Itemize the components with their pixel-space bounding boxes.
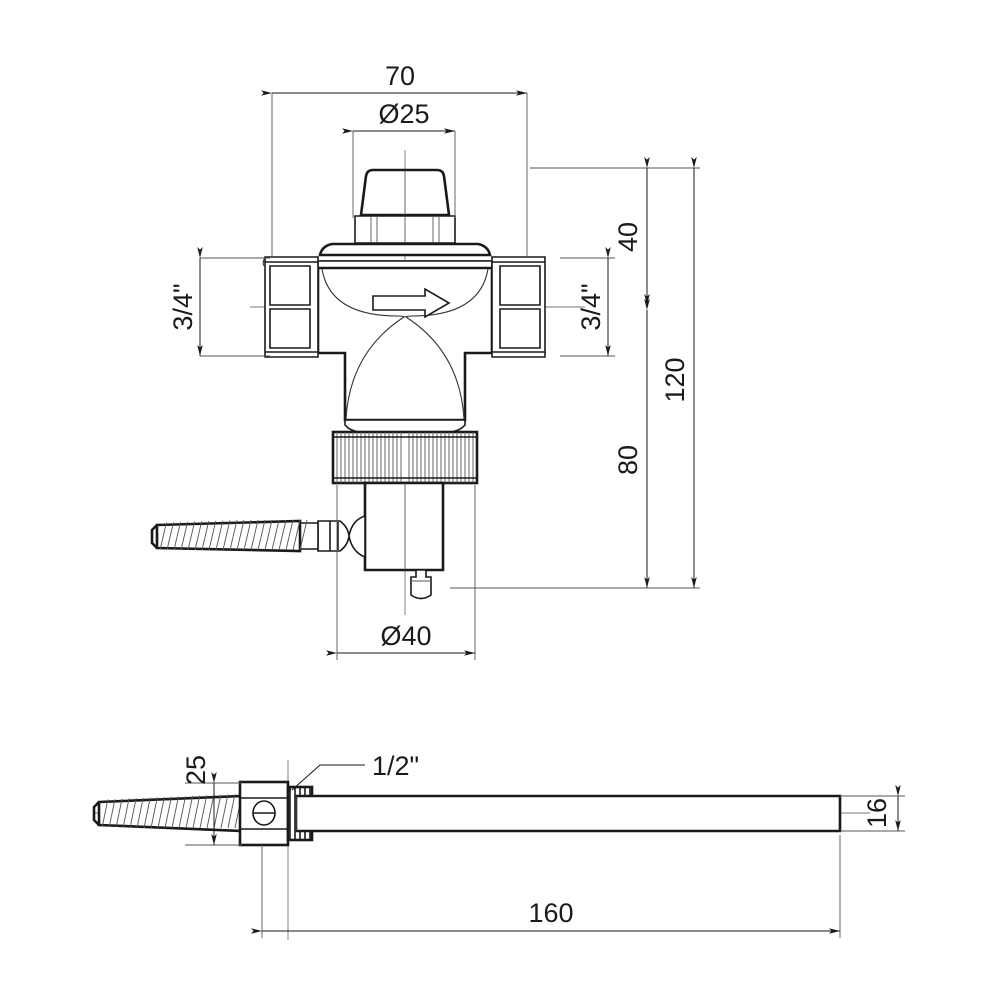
valve-cap — [359, 168, 451, 217]
dim-label-height-overall: 120 — [660, 357, 690, 402]
cap-hex-nut — [354, 215, 456, 244]
drain-plug — [410, 569, 432, 600]
dim-thread-size: 1/2" — [291, 751, 419, 791]
dim-height-overall: 120 — [450, 157, 700, 589]
dim-label-nut-height: 25 — [181, 755, 211, 785]
flow-direction-arrow — [372, 287, 451, 319]
valve-main-body — [316, 266, 494, 422]
sensor-probe-detail-view — [92, 760, 870, 940]
dim-cap-diameter: Ø25 — [342, 99, 456, 218]
valve-bonnet-flange — [317, 242, 493, 269]
knurled-adjustment-ring — [331, 430, 479, 485]
dim-label-port-right: 3/4" — [576, 283, 606, 330]
capillary-tube — [150, 519, 308, 553]
dim-label-tube-length: 160 — [528, 898, 573, 928]
dim-port-left: 3/4" — [168, 247, 270, 357]
dim-label-width-overall: 70 — [385, 61, 415, 91]
dim-label-body-diameter: Ø40 — [380, 621, 431, 651]
dim-width-overall: 70 — [261, 61, 528, 258]
knurl-hatching — [336, 432, 474, 483]
dim-label-cap-diameter: Ø25 — [378, 99, 429, 129]
dim-port-right: 3/4" — [560, 247, 615, 357]
dim-label-port-left: 3/4" — [168, 283, 198, 330]
dim-tube-height: 16 — [840, 785, 905, 832]
detail-immersion-tube — [294, 794, 842, 833]
left-port-fitting — [262, 256, 319, 358]
valve-lower-neck — [344, 419, 466, 433]
detail-hex-nut — [238, 780, 290, 847]
dim-height-lower: 80 — [613, 299, 650, 588]
capillary-connector — [299, 520, 350, 552]
dim-height-upper: 40 — [530, 157, 700, 305]
dimensions-detail-view: 25 1/2" 16 160 — [181, 751, 905, 938]
dim-body-diameter: Ø40 — [326, 485, 476, 660]
valve-body-assembly — [150, 168, 546, 600]
dim-label-tube-height: 16 — [862, 798, 892, 828]
dim-label-height-upper: 40 — [613, 222, 643, 252]
dimensions-main-view: 70 Ø25 3/4" 3/4" 40 — [168, 61, 700, 660]
dim-nut-height: 25 — [181, 755, 242, 846]
dim-label-thread-size: 1/2" — [372, 751, 419, 781]
right-port-fitting — [491, 256, 546, 358]
capillary-hatching — [159, 519, 308, 551]
sensor-housing — [348, 481, 445, 572]
dim-label-height-lower: 80 — [613, 445, 643, 475]
dim-tube-length: 160 — [251, 835, 841, 938]
